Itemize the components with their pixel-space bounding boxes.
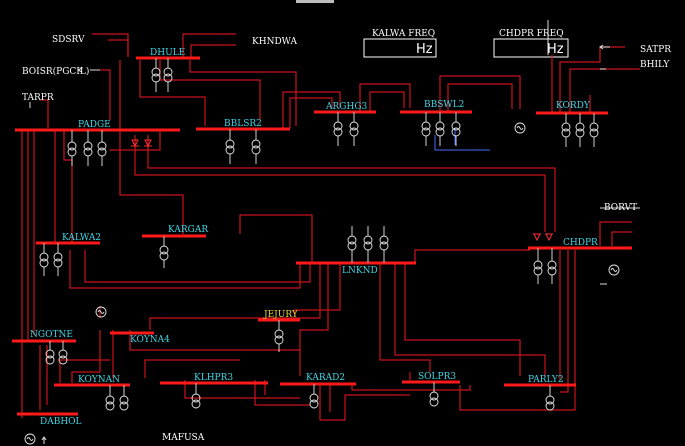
- external-stubs: [29, 20, 640, 444]
- kalwa-freq-label: KALWA FREQ: [372, 29, 435, 39]
- label-bhily: BHILY: [640, 60, 670, 70]
- label-koynan: KOYNAN: [78, 375, 120, 385]
- label-karad2: KARAD2: [306, 373, 345, 383]
- label-arghg3: ARGHG3: [325, 102, 368, 112]
- label-mafusa: MAFUSA: [162, 433, 205, 443]
- title-bar: [296, 0, 334, 3]
- transformer-symbols: [39, 58, 599, 411]
- label-klhpr3: KLHPR3: [194, 373, 233, 383]
- label-jejury: JEJURY: [263, 310, 299, 320]
- chdpr-freq-unit: Hz: [547, 42, 564, 57]
- label-dabhol: DABHOL: [40, 417, 82, 427]
- kalwa-freq-display: [363, 38, 437, 58]
- kalwa-freq-unit: Hz: [416, 42, 433, 57]
- label-solpr3: SOLPR3: [418, 372, 456, 382]
- label-parly2: PARLY2: [528, 375, 564, 385]
- label-ngotne: NGOTNE: [30, 330, 73, 340]
- label-bblsr2: BBLSR2: [224, 119, 262, 129]
- bus-labels: DHULE PADGE BBLSR2 ARGHG3 BBSWL2 KORDY K…: [30, 48, 598, 427]
- label-khndwa: KHNDWA: [252, 37, 297, 47]
- label-lnknd: LNKND: [342, 266, 378, 276]
- external-labels: SDSRV KHNDWA BOISR(PGCIL) TARPR SATPR BH…: [22, 35, 671, 443]
- hvdc-valves: [131, 139, 553, 242]
- kalwa-freq-meter: KALWA FREQ Hz: [363, 29, 437, 58]
- chdpr-freq-meter: CHDPR FREQ Hz: [493, 29, 569, 58]
- generator-symbols: [24, 122, 620, 445]
- label-chdpr: CHDPR: [563, 238, 598, 248]
- label-kordy: KORDY: [556, 101, 591, 111]
- label-satpr: SATPR: [640, 45, 671, 55]
- transmission-lines: [21, 33, 640, 421]
- label-tarpr: TARPR: [22, 93, 54, 103]
- label-dhule: DHULE: [150, 48, 185, 58]
- label-borvt: BORVT: [604, 203, 637, 213]
- label-sdsrv: SDSRV: [52, 35, 85, 45]
- label-koyna4: KOYNA4: [130, 335, 170, 345]
- chdpr-freq-label: CHDPR FREQ: [499, 29, 564, 39]
- chdpr-freq-display: [493, 38, 569, 58]
- label-padge: PADGE: [78, 120, 111, 130]
- label-bbswl2: BBSWL2: [424, 100, 464, 110]
- label-boisr: BOISR(PGCIL): [22, 66, 89, 77]
- label-kargar: KARGAR: [168, 225, 208, 235]
- label-kalwa2: KALWA2: [62, 233, 101, 243]
